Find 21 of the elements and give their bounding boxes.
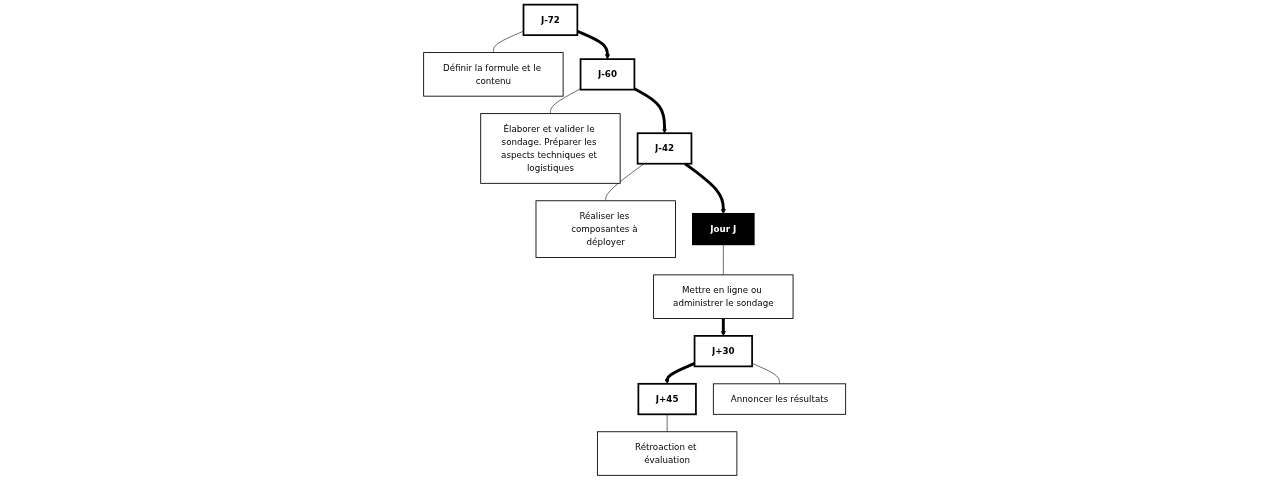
node-box: Élaborer et valider le sondage. Préparer les aspects techniques et logistiques bbox=[480, 113, 621, 184]
node-box: J-60 bbox=[580, 58, 636, 91]
node-box: J-42 bbox=[637, 132, 693, 165]
connector bbox=[667, 414, 668, 433]
arrow bbox=[721, 318, 727, 337]
arrow bbox=[634, 87, 668, 134]
node-box: J+45 bbox=[637, 382, 698, 416]
node-box: Rétroaction et évaluation bbox=[597, 431, 738, 476]
node-box: J+30 bbox=[694, 335, 754, 368]
node-box: Définir la formule et le contenu bbox=[423, 52, 564, 97]
node-box: Annoncer les résultats bbox=[713, 383, 847, 415]
node-box: J-72 bbox=[522, 3, 579, 37]
node-box: Mettre en ligne ou administrer le sondage bbox=[653, 274, 794, 319]
arrow bbox=[684, 162, 727, 215]
connector bbox=[605, 163, 645, 202]
node-box: Réaliser les composantes à déployer bbox=[535, 200, 677, 258]
connector bbox=[752, 363, 781, 385]
node-box: Jour J bbox=[692, 212, 755, 246]
arrow bbox=[577, 29, 611, 60]
connector bbox=[723, 244, 724, 276]
connector bbox=[550, 88, 582, 114]
